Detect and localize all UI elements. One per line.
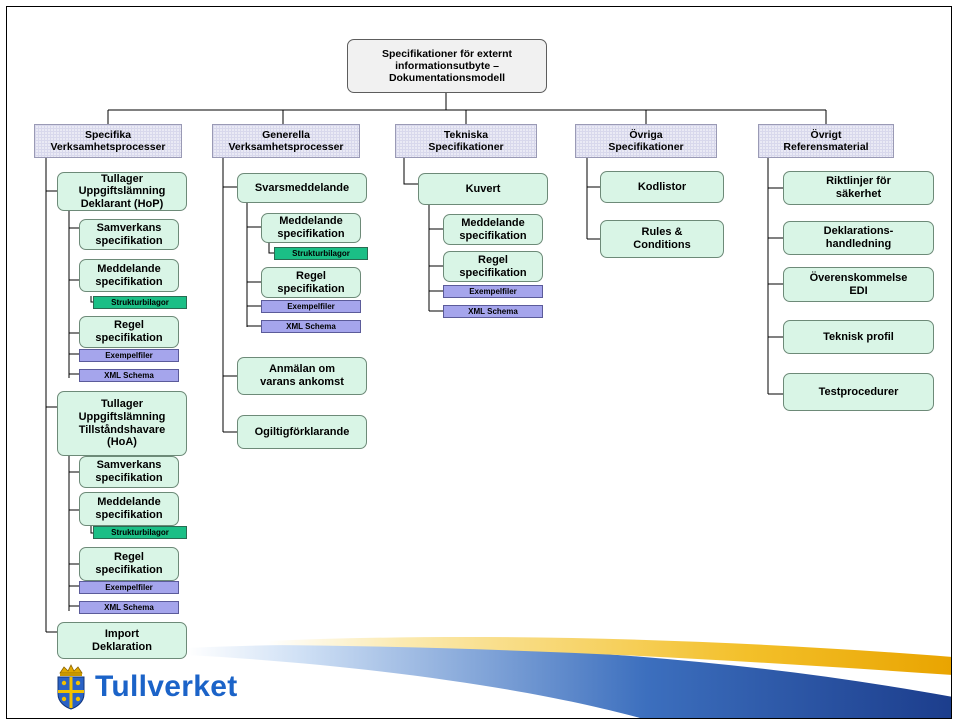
node-tullager-hoa: Tullager Uppgiftslämning Tillståndshavar… — [57, 391, 187, 456]
category-specifika-verksamhetsprocesser: Specifika Verksamhetsprocesser — [34, 124, 182, 158]
node-overenskommelse-edi: Överenskommelse EDI — [783, 267, 934, 302]
node-hop-regel-specifikation: Regel specifikation — [79, 316, 179, 348]
node-hoa-xml-schema: XML Schema — [79, 601, 179, 614]
logo-text: Tullverket — [95, 670, 238, 703]
node-riktlinjer-for-sakerhet: Riktlinjer för säkerhet — [783, 171, 934, 205]
node-hoa-samverkans-specifikation: Samverkans specifikation — [79, 456, 179, 488]
node-svarsmeddelande: Svarsmeddelande — [237, 173, 367, 203]
tullverket-logo: Tullverket — [55, 664, 238, 710]
tullverket-crest-icon — [57, 664, 85, 710]
node-deklarationshandledning: Deklarations- handledning — [783, 221, 934, 255]
node-kodlistor: Kodlistor — [600, 171, 724, 203]
node-hoa-regel-specifikation: Regel specifikation — [79, 547, 179, 581]
node-tullager-hop: Tullager Uppgiftslämning Deklarant (HoP) — [57, 172, 187, 211]
node-hoa-exempelfiler: Exempelfiler — [79, 581, 179, 594]
node-kuvert: Kuvert — [418, 173, 548, 205]
node-svar-strukturbilagor: Strukturbilagor — [274, 247, 368, 260]
node-hop-xml-schema: XML Schema — [79, 369, 179, 382]
node-rules-and-conditions: Rules & Conditions — [600, 220, 724, 258]
node-hop-exempelfiler: Exempelfiler — [79, 349, 179, 362]
node-hop-strukturbilagor: Strukturbilagor — [93, 296, 187, 309]
node-anmalan-om-varans-ankomst: Anmälan om varans ankomst — [237, 357, 367, 395]
node-import-deklaration: Import Deklaration — [57, 622, 187, 659]
node-svar-regel-specifikation: Regel specifikation — [261, 267, 361, 298]
node-hoa-strukturbilagor: Strukturbilagor — [93, 526, 187, 539]
diagram-slide: Specifikationer för externt informations… — [6, 6, 952, 719]
decorative-swoosh — [187, 637, 951, 718]
node-hoa-meddelande-specifikation: Meddelande specifikation — [79, 492, 179, 526]
node-kuvert-xml-schema: XML Schema — [443, 305, 543, 318]
category-ovrigt-referensmaterial: Övrigt Referensmaterial — [758, 124, 894, 158]
node-testprocedurer: Testprocedurer — [783, 373, 934, 411]
node-ogiltigforklarande: Ogiltigförklarande — [237, 415, 367, 449]
node-kuvert-meddelande-specifikation: Meddelande specifikation — [443, 214, 543, 245]
node-teknisk-profil: Teknisk profil — [783, 320, 934, 354]
node-kuvert-exempelfiler: Exempelfiler — [443, 285, 543, 298]
connector-lines — [45, 93, 827, 633]
category-ovriga-specifikationer: Övriga Specifikationer — [575, 124, 717, 158]
node-svar-xml-schema: XML Schema — [261, 320, 361, 333]
node-hop-samverkans-specifikation: Samverkans specifikation — [79, 219, 179, 250]
category-generella-verksamhetsprocesser: Generella Verksamhetsprocesser — [212, 124, 360, 158]
root-node: Specifikationer för externt informations… — [347, 39, 547, 93]
node-hop-meddelande-specifikation: Meddelande specifikation — [79, 259, 179, 292]
node-kuvert-regel-specifikation: Regel specifikation — [443, 251, 543, 282]
node-svar-exempelfiler: Exempelfiler — [261, 300, 361, 313]
category-tekniska-specifikationer: Tekniska Specifikationer — [395, 124, 537, 158]
node-svar-meddelande-specifikation: Meddelande specifikation — [261, 213, 361, 243]
